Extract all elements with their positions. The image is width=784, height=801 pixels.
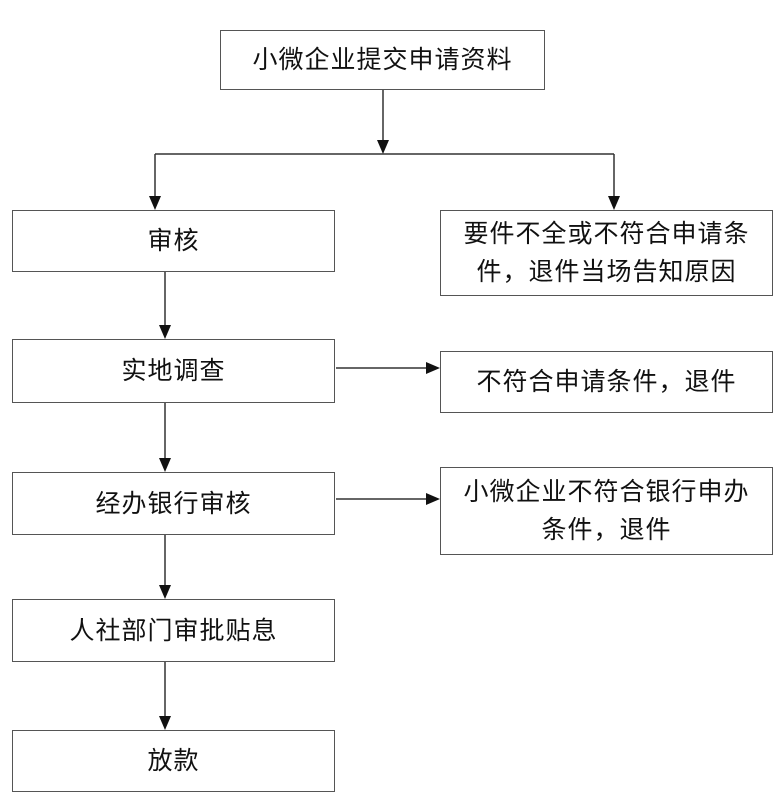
node-reject-bank: 小微企业不符合银行申办条件，退件 [440, 467, 773, 555]
node-bank-review: 经办银行审核 [12, 472, 335, 535]
node-submit: 小微企业提交申请资料 [220, 30, 545, 90]
arrowhead-submit [377, 140, 389, 154]
node-review: 审核 [12, 210, 335, 272]
node-loan-release: 放款 [12, 730, 335, 792]
arrowhead-loan-release [159, 716, 171, 730]
node-reject-incomplete: 要件不全或不符合申请条件，退件当场告知原因 [440, 210, 773, 296]
node-reject-bank-text: 小微企业不符合银行申办条件，退件 [463, 477, 750, 544]
node-hr-approval: 人社部门审批贴息 [12, 599, 335, 662]
node-reject-conditions: 不符合申请条件，退件 [440, 351, 773, 413]
arrowhead-reject-incomplete [608, 196, 620, 210]
arrowhead-hr-approval [159, 585, 171, 599]
arrowhead-review [149, 196, 161, 210]
node-reject-incomplete-text: 要件不全或不符合申请条件，退件当场告知原因 [463, 219, 750, 286]
arrowhead-bank-review [159, 458, 171, 472]
arrowhead-reject-bank [426, 493, 440, 505]
arrowhead-survey [159, 325, 171, 339]
arrowhead-reject-conditions [426, 362, 440, 374]
node-site-survey: 实地调查 [12, 339, 335, 403]
